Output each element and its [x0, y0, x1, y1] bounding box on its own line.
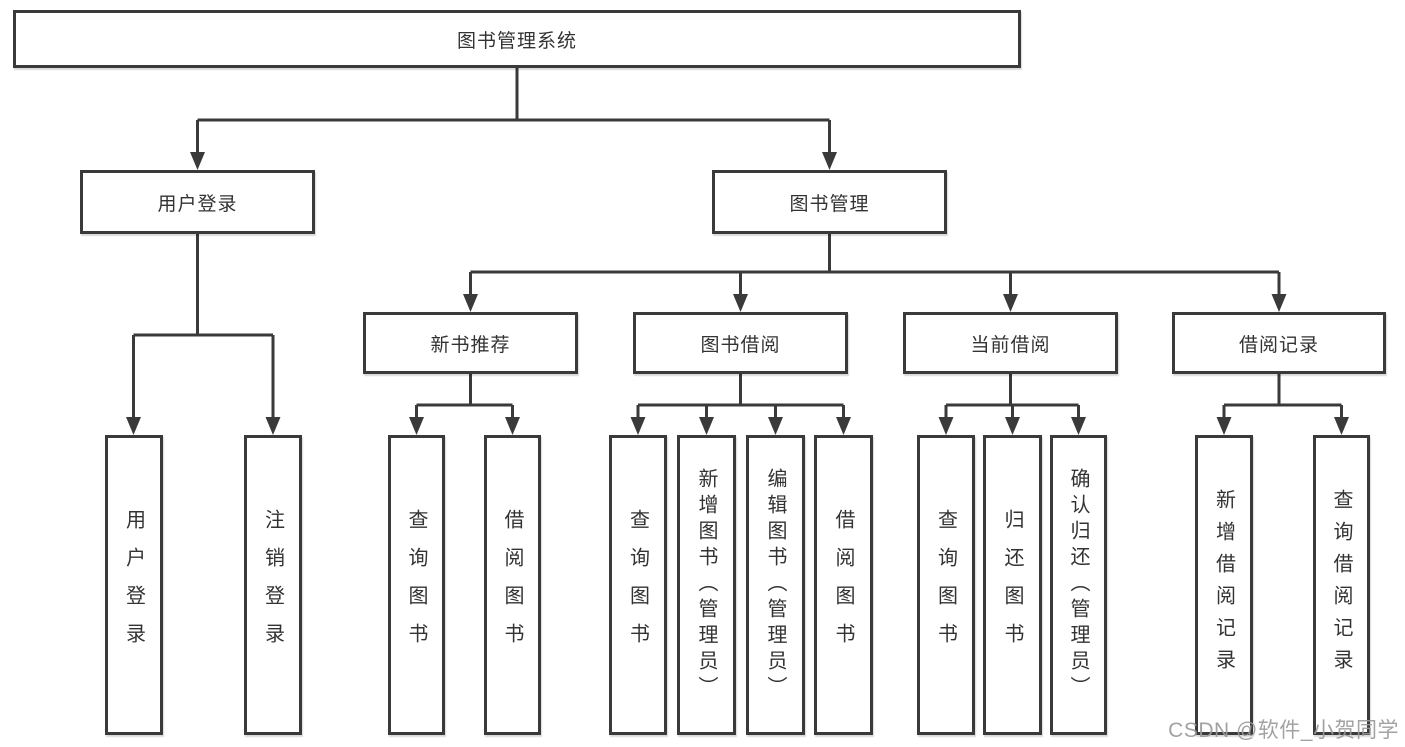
connector-path [132, 68, 1343, 417]
node-root-label: 图书管理系统 [456, 30, 577, 52]
leaf-user-login: 用户登录 [105, 435, 163, 735]
arrowhead-icon [768, 417, 783, 435]
leaf-confirm-return-admin-label: 确认归还（管理员） [1067, 468, 1089, 702]
leaf-query-books-2-label: 查询图书 [626, 509, 649, 661]
arrowhead-icon [463, 294, 478, 312]
arrowhead-icon [265, 417, 281, 435]
arrowhead-icon [733, 294, 748, 312]
leaf-query-books-3: 查询图书 [917, 435, 975, 735]
node-book-borrow-label: 图书借阅 [700, 334, 781, 356]
leaf-user-login-label: 用户登录 [122, 509, 145, 661]
leaf-return-book-label: 归还图书 [1001, 509, 1023, 661]
node-user-login: 用户登录 [80, 170, 315, 234]
arrowheads [126, 152, 1349, 435]
node-book-management: 图书管理 [712, 170, 947, 234]
leaf-query-books-1-label: 查询图书 [405, 509, 427, 661]
leaf-logout-label: 注销登录 [261, 509, 284, 661]
leaf-borrow-books-1: 借阅图书 [484, 435, 541, 735]
leaf-add-borrow-record-label: 新增借阅记录 [1212, 489, 1235, 681]
leaf-add-book-admin: 新增图书（管理员） [677, 435, 736, 735]
leaf-edit-book-admin: 编辑图书（管理员） [746, 435, 805, 735]
node-book-borrow: 图书借阅 [633, 312, 848, 374]
arrowhead-icon [699, 417, 714, 435]
leaf-query-borrow-record-label: 查询借阅记录 [1330, 489, 1352, 681]
arrowhead-icon [938, 417, 954, 435]
arrowhead-icon [1003, 294, 1018, 312]
arrowhead-icon [630, 417, 646, 435]
arrowhead-icon [1271, 294, 1287, 312]
leaf-query-borrow-record: 查询借阅记录 [1313, 435, 1370, 735]
leaf-logout: 注销登录 [244, 435, 302, 735]
node-borrow-records: 借阅记录 [1172, 312, 1386, 374]
leaf-add-borrow-record: 新增借阅记录 [1195, 435, 1253, 735]
arrowhead-icon [1334, 417, 1349, 435]
node-new-book-recommend-label: 新书推荐 [430, 334, 511, 356]
arrowhead-icon [126, 417, 141, 435]
leaf-query-books-1: 查询图书 [388, 435, 445, 735]
arrowhead-icon [409, 417, 424, 435]
leaf-query-books-3-label: 查询图书 [934, 509, 957, 661]
leaf-borrow-books-1-label: 借阅图书 [501, 509, 523, 661]
leaf-query-books-2: 查询图书 [609, 435, 667, 735]
leaf-borrow-books-2-label: 借阅图书 [832, 509, 854, 661]
node-new-book-recommend: 新书推荐 [363, 312, 578, 374]
arrowhead-icon [822, 152, 837, 170]
arrowhead-icon [505, 417, 520, 435]
arrowhead-icon [190, 152, 205, 170]
watermark: CSDN @软件_小贺同学 [1168, 719, 1399, 742]
arrowhead-icon [1071, 417, 1086, 435]
leaf-return-book: 归还图书 [983, 435, 1042, 735]
arrowhead-icon [1005, 417, 1020, 435]
arrowhead-icon [1216, 417, 1232, 435]
leaf-confirm-return-admin: 确认归还（管理员） [1050, 435, 1107, 735]
node-current-borrow-label: 当前借阅 [970, 334, 1051, 356]
node-root: 图书管理系统 [13, 10, 1021, 68]
leaf-borrow-books-2: 借阅图书 [814, 435, 873, 735]
node-user-login-label: 用户登录 [157, 193, 238, 215]
leaf-add-book-admin-label: 新增图书（管理员） [695, 468, 717, 702]
leaf-edit-book-admin-label: 编辑图书（管理员） [764, 468, 786, 702]
node-borrow-records-label: 借阅记录 [1238, 334, 1319, 356]
arrowhead-icon [836, 417, 851, 435]
node-current-borrow: 当前借阅 [903, 312, 1118, 374]
node-book-management-label: 图书管理 [789, 193, 870, 215]
